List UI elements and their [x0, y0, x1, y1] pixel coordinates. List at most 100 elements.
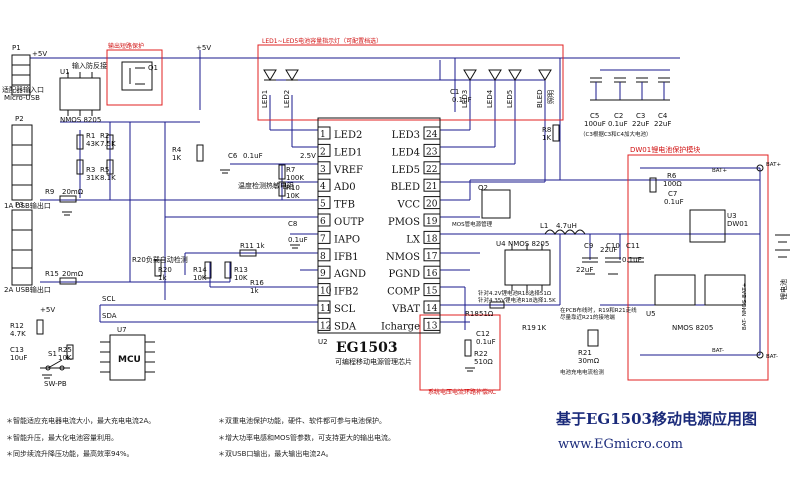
chip-pin-box-left [317, 196, 331, 210]
label-r16-val: 1k [250, 287, 259, 295]
chip-pin-name: IFB1 [334, 252, 359, 263]
chip-pin-number: 12 [320, 321, 331, 331]
chip-pin-number: 23 [426, 147, 438, 157]
chip-pin-number: 11 [320, 304, 331, 314]
label-r12-val: 4.7K [10, 330, 26, 338]
chip-pin-name: PMOS [388, 217, 420, 228]
chip-pin-number: 17 [426, 252, 438, 262]
label-cap-note: （C3根据C3和C4加大电池） [580, 130, 652, 138]
label-r7-val: 100K [286, 174, 304, 182]
label-r11-val: 1k [256, 242, 265, 250]
label-s1: S1 [48, 350, 57, 358]
label-nmos-u4: NMOS 8205 [508, 240, 549, 248]
u5-nmos [654, 274, 746, 306]
chip-pin-box-left [317, 213, 331, 227]
label-c9: C9 [584, 242, 593, 250]
label-r18-val: 51Ω [479, 310, 494, 318]
feature-1: ＊智能适应充电器电流大小，最大充电电流2A。 [6, 416, 155, 425]
label-r3-val: 31K [86, 174, 100, 182]
label-r15: R15 [45, 270, 59, 278]
label-nmos-u5: NMOS 8205 [672, 324, 713, 332]
u4-nmos [504, 244, 551, 291]
label-r10-val: 10K [286, 192, 300, 200]
u1-nmos [59, 72, 101, 116]
label-scl: SCL [102, 295, 115, 303]
chip-pin-number: 3 [320, 165, 326, 175]
label-r14: R14 [193, 266, 207, 274]
chip-pin-number: 15 [426, 287, 438, 297]
label-c2-val: 0.1uF [608, 120, 628, 128]
label-r3: R3 [86, 166, 95, 174]
label-r5-val: 8.1K [100, 174, 116, 182]
label-r9: R9 [45, 188, 54, 196]
label-r19: R19 [522, 324, 536, 332]
chip-pin-box-left [317, 178, 331, 192]
label-usb-in: 适配器输入口 [2, 85, 44, 94]
chip-pin-name: VCC [396, 200, 420, 211]
chip-pin-box-left [317, 161, 331, 175]
chip-ref: U2 [318, 338, 328, 346]
label-bat-nodes: BAT- NMOS BAT+ [742, 282, 748, 330]
chip-pin-number: 10 [320, 287, 332, 297]
label-c11-val: 0.1uF [622, 256, 642, 264]
chip-pin-name: PGND [389, 269, 420, 280]
label-r25: R25 [58, 346, 72, 354]
dw01-chip [689, 209, 726, 243]
label-r21: R21 [578, 349, 592, 357]
label-u7: U7 [117, 326, 127, 334]
chip-pin-number: 22 [426, 165, 437, 175]
label-r7: R7 [286, 166, 295, 174]
label-led3: LED3 [461, 90, 469, 108]
label-usb1: 1A USB输出口 [4, 201, 51, 210]
label-r18: R18 [465, 310, 479, 318]
label-c8-val: 0.1uF [288, 236, 308, 244]
chip-pin-name: LED2 [334, 130, 362, 141]
chip-pin-number: 24 [426, 130, 438, 140]
label-p2: P2 [15, 115, 24, 123]
chip-pin-number: 1 [320, 130, 326, 140]
label-r16: R16 [250, 279, 264, 287]
label-p3: P3 [15, 201, 24, 209]
chip-pin-name: NMOS [386, 252, 420, 263]
label-nmos-u1: NMOS 8205 [60, 116, 101, 124]
dw01-box [627, 154, 769, 381]
chip-pin-name: AD0 [333, 182, 356, 193]
chip-pin-box-right [423, 161, 441, 175]
label-r22: R22 [474, 350, 488, 358]
chip-pin-number: 2 [320, 147, 326, 157]
inductor-l1 [544, 229, 586, 235]
chip-pin-name: LED3 [392, 130, 420, 141]
label-r12: R12 [10, 322, 24, 330]
label-r19-val: 1K [537, 324, 546, 332]
label-vnote1: 针对4.2V锂电池R18选择51Ω [478, 289, 551, 297]
label-c3: C3 [636, 112, 645, 120]
chip-pin-number: 16 [426, 269, 438, 279]
chip-pin-number: 13 [426, 321, 438, 331]
label-c12: C12 [476, 330, 490, 338]
chip-pin-box-left [317, 300, 331, 314]
label-bat-side: 锂电池 [779, 279, 788, 300]
label-batp-2: BAT+ [712, 168, 727, 174]
output-capacitors [582, 257, 644, 263]
label-charge-note: 电池充电电流检测 [560, 368, 605, 376]
led-diodes [263, 69, 552, 81]
label-led5: LED5 [506, 90, 514, 108]
chip-pin-box-right [423, 317, 441, 331]
chip-pin-number: 9 [320, 269, 326, 279]
label-r6: R6 [667, 172, 677, 180]
label-c6: C6 [228, 152, 238, 160]
chip-pin-box-right [423, 300, 441, 314]
label-dw01-chip: DW01 [727, 220, 748, 228]
label-c13: C13 [10, 346, 24, 354]
chip-pin-number: 5 [320, 200, 326, 210]
q2-mos [481, 189, 511, 219]
label-bled: BLED [536, 89, 544, 108]
chip-pin-name: BLED [391, 182, 420, 193]
chip-pin-number: 6 [320, 217, 326, 227]
label-r2-val: 7.5K [100, 140, 116, 148]
top-capacitors [590, 77, 670, 101]
label-5v-top: +5V [196, 44, 211, 52]
label-5v: +5V [32, 50, 47, 58]
label-l1-val: 4.7uH [556, 222, 577, 230]
